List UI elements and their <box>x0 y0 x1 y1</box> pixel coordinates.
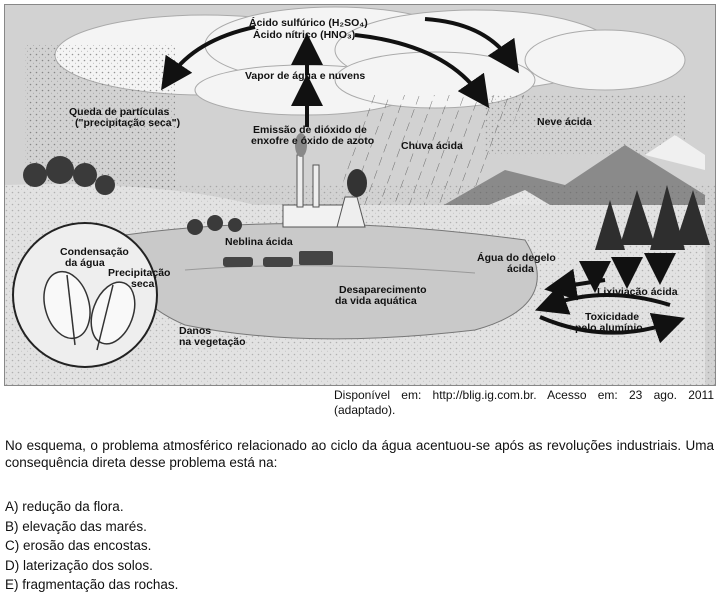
label-condensacao-1: Condensação <box>60 246 129 258</box>
label-precipitacao-2: seca <box>131 278 155 290</box>
label-emissao-1: Emissão de dióxido de <box>253 124 367 136</box>
lake <box>123 223 538 340</box>
label-vapor: Vapor de água e nuvens <box>245 70 366 82</box>
option-d[interactable]: D) laterização dos solos. <box>5 557 153 573</box>
label-degelo-2: ácida <box>507 263 534 275</box>
label-toxicidade-1: Toxicidade <box>585 311 640 323</box>
diagram-illustration <box>5 5 715 385</box>
label-acido-sulfurico: Ácido sulfúrico (H₂SO₄) <box>249 17 368 29</box>
question-text: No esquema, o problema atmosférico relac… <box>5 438 714 470</box>
leaf-inset <box>12 222 158 368</box>
option-b[interactable]: B) elevação das marés. <box>5 518 147 534</box>
label-neblina: Neblina ácida <box>225 236 293 248</box>
label-desaparecimento-2: da vida aquática <box>335 295 417 307</box>
label-lixiviacao: Lixiviação ácida <box>597 286 678 298</box>
cars <box>223 251 333 267</box>
label-toxicidade-2: pelo alumínio <box>575 322 643 334</box>
trees-right <box>595 185 710 250</box>
trees-left <box>23 156 242 235</box>
label-condensacao-2: da água <box>65 257 105 269</box>
label-danos-1: Danos <box>179 325 212 337</box>
label-chuva: Chuva ácida <box>401 140 463 152</box>
label-desaparecimento-1: Desaparecimento <box>339 284 427 296</box>
label-emissao-2: enxofre e óxido de azoto <box>251 135 375 147</box>
answer-options: A) redução da flora. B) elevação das mar… <box>5 497 178 595</box>
image-source-caption: Disponível em: http://blig.ig.com.br. Ac… <box>334 388 714 417</box>
factory <box>282 133 367 228</box>
label-danos-2: na vegetação <box>179 336 246 348</box>
label-precipitacao-1: Precipitação <box>108 267 171 279</box>
label-queda-2: ("precipitação seca") <box>75 117 181 129</box>
label-acido-nitrico: Ácido nítrico (HNO₃) <box>253 29 356 41</box>
clouds <box>54 6 686 116</box>
label-degelo-1: Água do degelo <box>477 252 556 264</box>
label-queda-1: Queda de partículas <box>69 106 170 118</box>
cycle-arrows <box>161 17 686 344</box>
acid-rain-diagram: Ácido sulfúrico (H₂SO₄) Ácido nítrico (H… <box>4 4 716 386</box>
label-neve: Neve ácida <box>537 116 592 128</box>
option-c[interactable]: C) erosão das encostas. <box>5 538 152 553</box>
option-a[interactable]: A) redução da flora. <box>5 499 124 514</box>
option-e[interactable]: E) fragmentação das rochas. <box>5 577 179 592</box>
